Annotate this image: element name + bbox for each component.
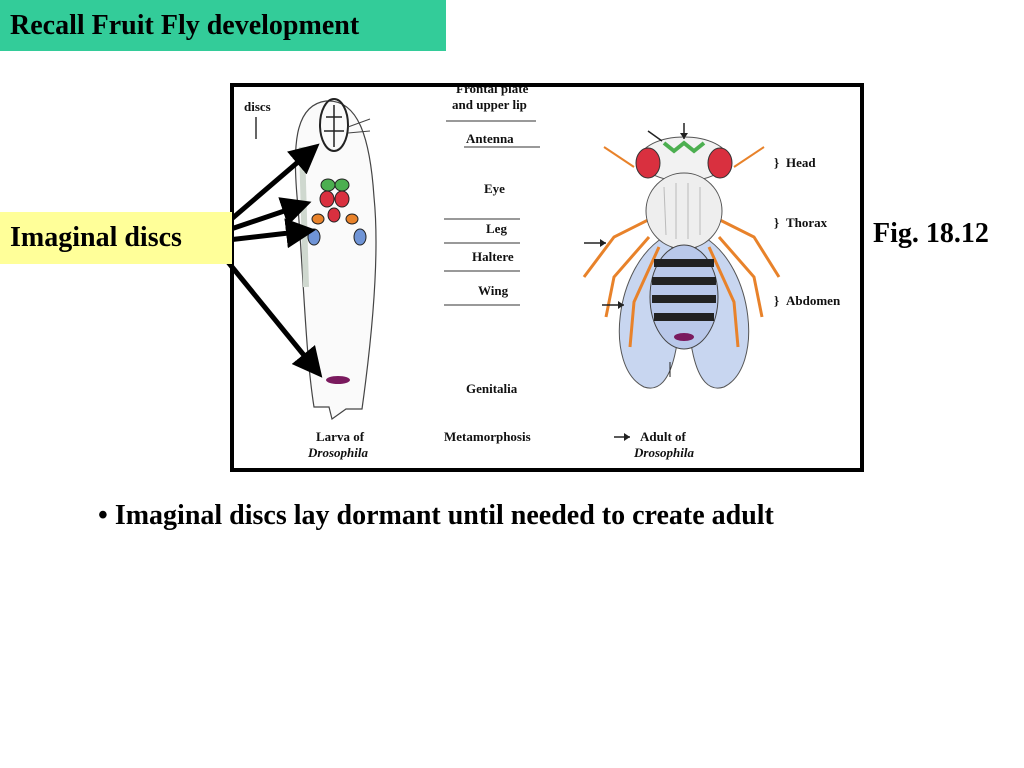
svg-text:}: } xyxy=(774,293,779,308)
label-upper-lip: and upper lip xyxy=(452,97,527,112)
svg-text:}: } xyxy=(774,155,779,170)
adult-fly-drawing xyxy=(582,123,781,389)
adult-caption-1: Adult of xyxy=(640,429,687,444)
label-wing: Wing xyxy=(478,283,509,298)
imaginal-discs-callout: Imaginal discs xyxy=(0,212,232,264)
svg-text:}: } xyxy=(774,215,779,230)
bullet-text: Imaginal discs lay dormant until needed … xyxy=(114,500,774,531)
figure-illustration: discs Frontal p xyxy=(244,87,841,460)
disc-labels: Frontal plate and upper lip Antenna Eye … xyxy=(444,87,540,396)
label-frontal-plate: Frontal plate xyxy=(456,87,529,96)
body-part-labels: } Head } Thorax } Abdomen xyxy=(774,155,841,308)
label-head: Head xyxy=(786,155,816,170)
discs-label: discs xyxy=(244,99,271,114)
label-genitalia: Genitalia xyxy=(466,381,518,396)
bullet-point: • Imaginal discs lay dormant until neede… xyxy=(98,500,774,532)
figure-reference: Fig. 18.12 xyxy=(873,218,989,249)
fruit-fly-development-figure: discs Frontal p xyxy=(230,83,864,472)
label-leg: Leg xyxy=(486,221,507,236)
label-eye: Eye xyxy=(484,181,505,196)
larva-drawing xyxy=(294,98,377,421)
slide-title: Recall Fruit Fly development xyxy=(0,0,446,51)
metamorphosis-label: Metamorphosis xyxy=(444,429,531,444)
label-abdomen: Abdomen xyxy=(786,293,841,308)
label-antenna: Antenna xyxy=(466,131,514,146)
larva-caption-2: Drosophila xyxy=(307,445,368,460)
label-haltere: Haltere xyxy=(472,249,514,264)
larva-caption-1: Larva of xyxy=(316,429,365,444)
label-thorax: Thorax xyxy=(786,215,828,230)
adult-caption-2: Drosophila xyxy=(633,445,694,460)
bullet-marker: • xyxy=(98,500,108,531)
